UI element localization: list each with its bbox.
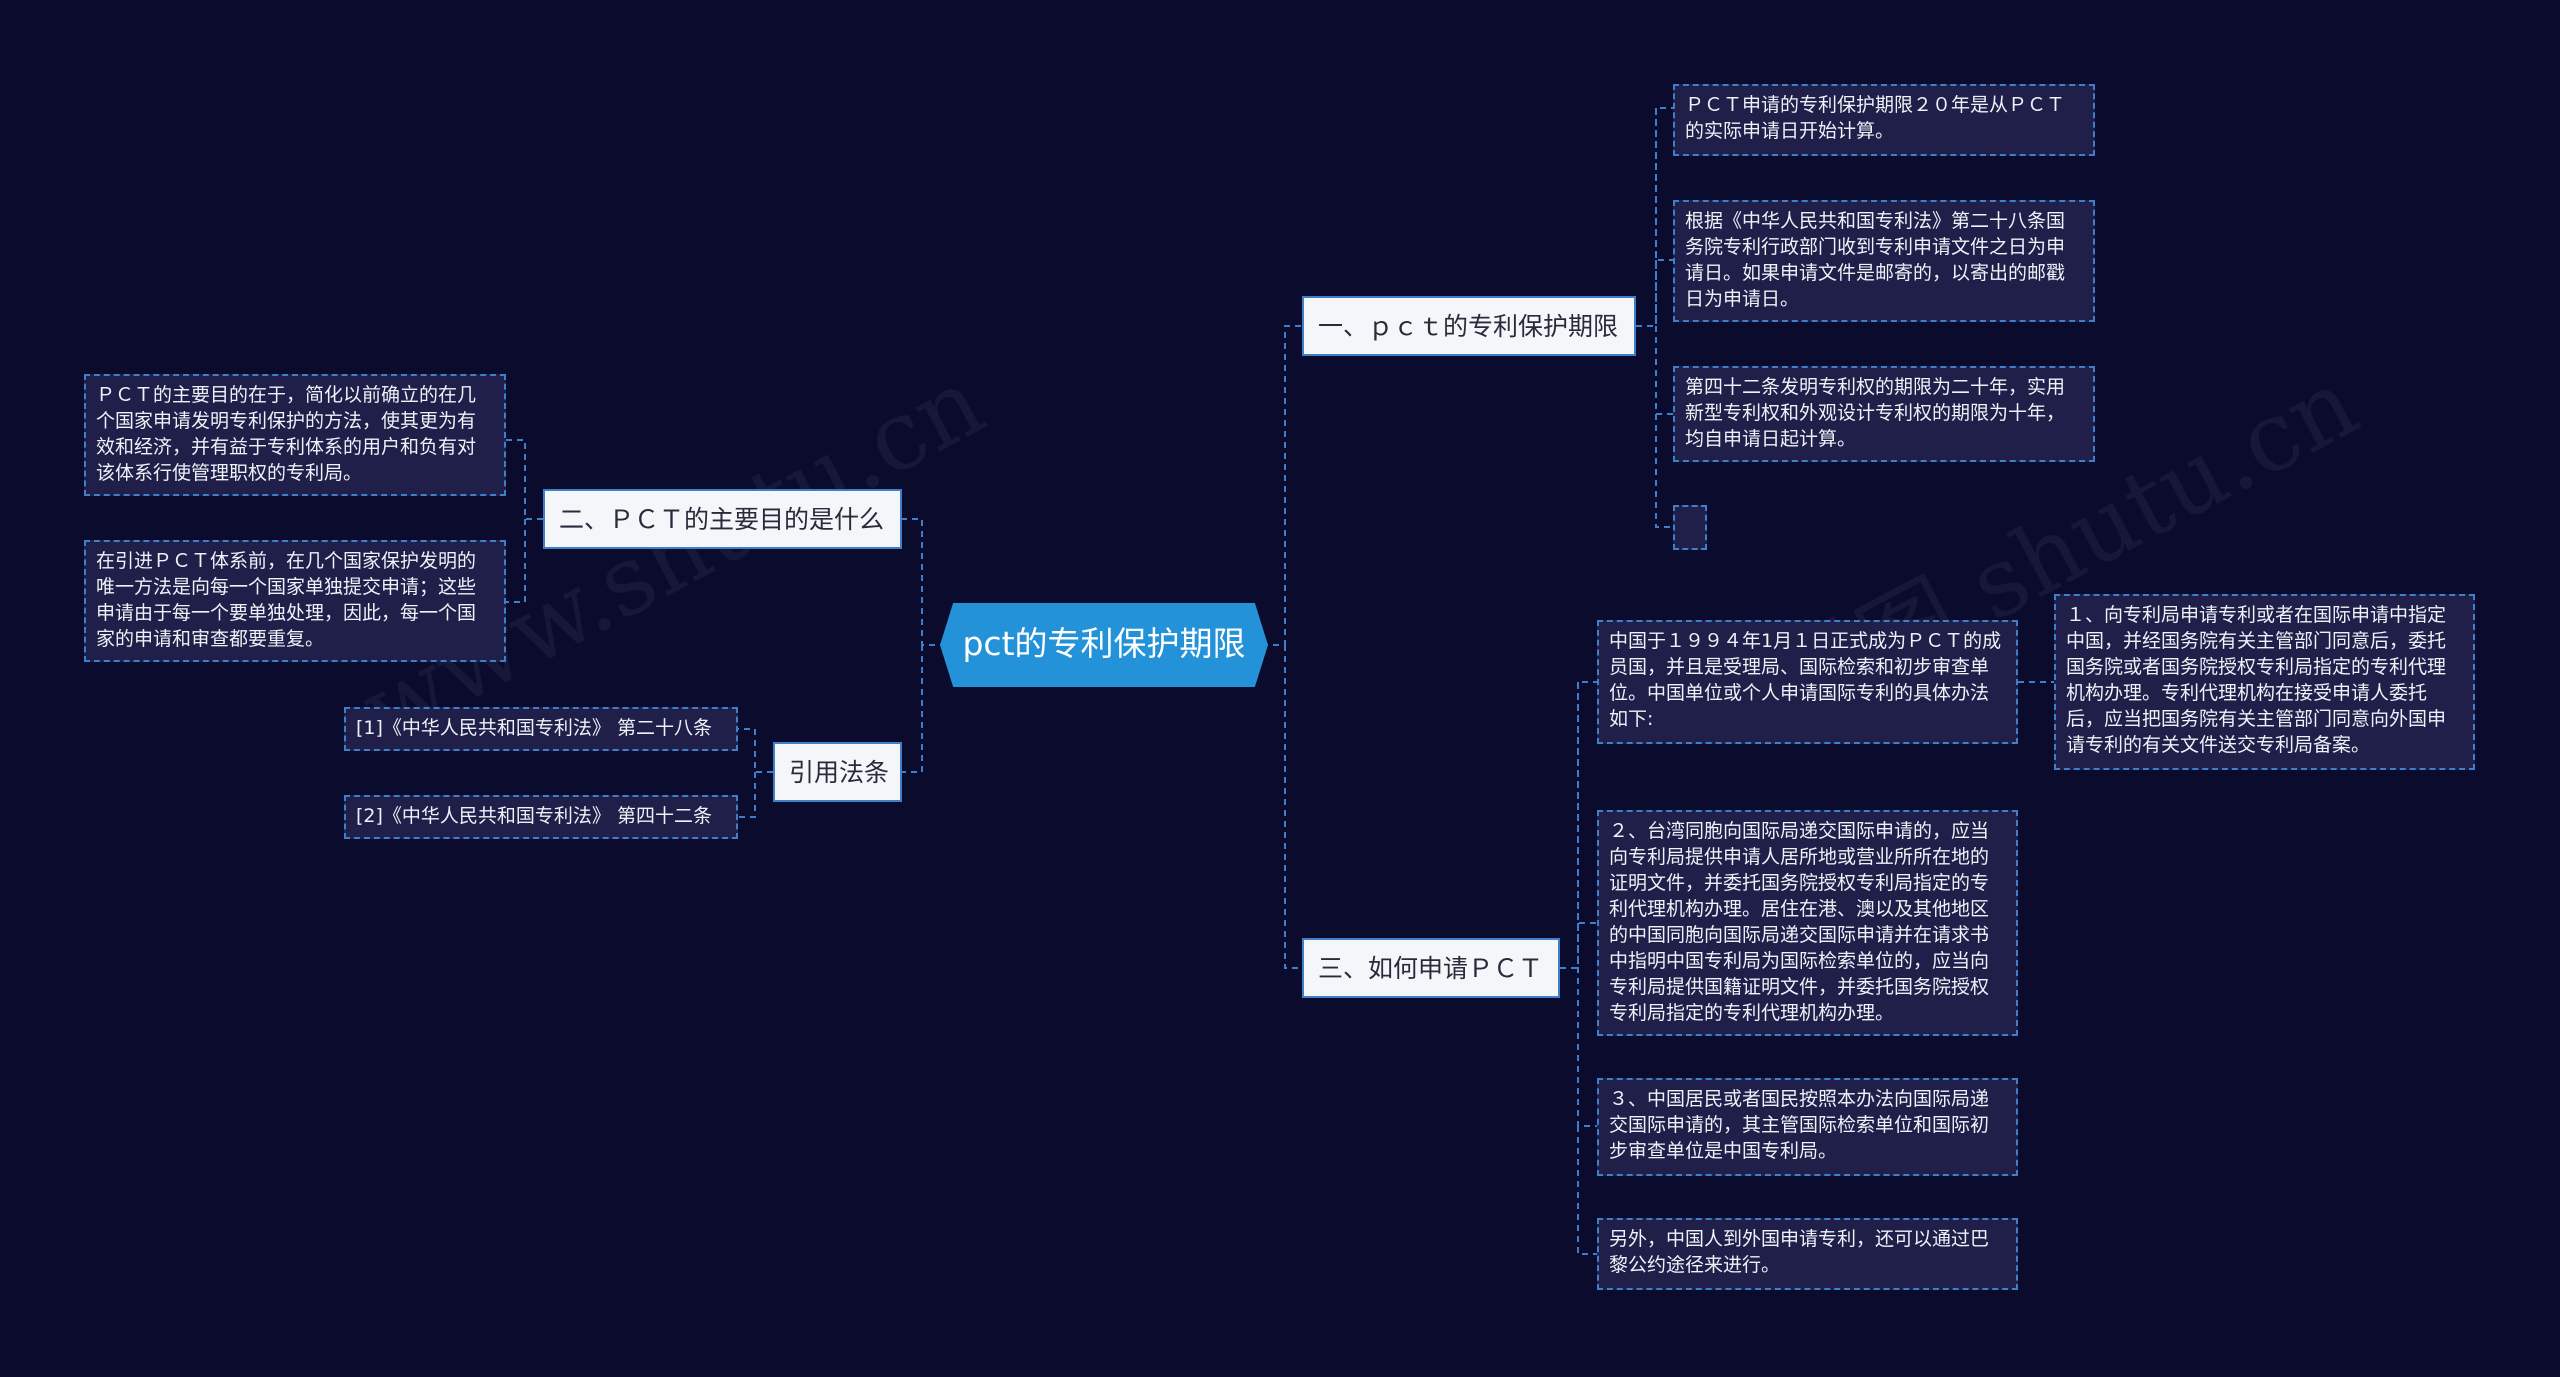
branch-label: 二、ＰＣＴ的主要目的是什么 [559, 505, 885, 534]
leaf-text: [2]《中华人民共和国专利法》 第四十二条 [356, 805, 712, 827]
branch-label: 一、ｐｃｔ的专利保护期限 [1318, 312, 1619, 341]
branch-label: 引用法条 [789, 758, 890, 787]
branch-cited-laws[interactable]: 引用法条 [773, 742, 902, 802]
leaf-pct-purpose[interactable]: ＰＣＴ的主要目的在于，简化以前确立的在几个国家申请发明专利保护的方法，使其更为有… [84, 374, 506, 496]
leaf-apply-step-3[interactable]: ３、中国居民或者国民按照本办法向国际局递交国际申请的，其主管国际检索单位和国际初… [1597, 1078, 2018, 1176]
branch-patent-protection-period[interactable]: 一、ｐｃｔ的专利保护期限 [1302, 296, 1636, 356]
leaf-text: ＰＣＴ申请的专利保护期限２０年是从ＰＣＴ的实际申请日开始计算。 [1685, 94, 2066, 142]
leaf-text: １、向专利局申请专利或者在国际申请中指定中国，并经国务院有关主管部门同意后，委托… [2066, 604, 2447, 756]
leaf-text: 另外，中国人到外国申请专利，还可以通过巴黎公约途径来进行。 [1609, 1228, 1990, 1276]
leaf-citation-1[interactable]: [1]《中华人民共和国专利法》 第二十八条 [344, 707, 738, 751]
leaf-empty[interactable] [1673, 505, 1707, 550]
leaf-before-pct[interactable]: 在引进ＰＣＴ体系前，在几个国家保护发明的唯一方法是向每一个国家单独提交申请；这些… [84, 540, 506, 662]
leaf-text: ２、台湾同胞向国际局递交国际申请的，应当向专利局提供申请人居所地或营业所所在地的… [1609, 820, 1990, 1024]
branch-pct-main-purpose[interactable]: 二、ＰＣＴ的主要目的是什么 [543, 489, 902, 549]
leaf-patent-law-article-28[interactable]: 根据《中华人民共和国专利法》第二十八条国务院专利行政部门收到专利申请文件之日为申… [1673, 200, 2095, 322]
leaf-text: ＰＣＴ的主要目的在于，简化以前确立的在几个国家申请发明专利保护的方法，使其更为有… [96, 384, 477, 484]
root-node[interactable]: pct的专利保护期限 [940, 603, 1268, 687]
leaf-text: 在引进ＰＣＴ体系前，在几个国家保护发明的唯一方法是向每一个国家单独提交申请；这些… [96, 550, 477, 650]
root-label: pct的专利保护期限 [962, 624, 1246, 663]
branch-label: 三、如何申请ＰＣＴ [1318, 954, 1544, 983]
leaf-paris-convention[interactable]: 另外，中国人到外国申请专利，还可以通过巴黎公约途径来进行。 [1597, 1218, 2018, 1290]
leaf-patent-law-article-42[interactable]: 第四十二条发明专利权的期限为二十年，实用新型专利权和外观设计专利权的期限为十年，… [1673, 366, 2095, 462]
leaf-text: 第四十二条发明专利权的期限为二十年，实用新型专利权和外观设计专利权的期限为十年，… [1685, 376, 2066, 450]
leaf-china-pct-member[interactable]: 中国于１９９４年1月１日正式成为ＰＣＴ的成员国，并且是受理局、国际检索和初步审查… [1597, 620, 2018, 744]
leaf-text: 根据《中华人民共和国专利法》第二十八条国务院专利行政部门收到专利申请文件之日为申… [1685, 210, 2066, 310]
leaf-apply-step-1[interactable]: １、向专利局申请专利或者在国际申请中指定中国，并经国务院有关主管部门同意后，委托… [2054, 594, 2475, 770]
leaf-protection-period-calc[interactable]: ＰＣＴ申请的专利保护期限２０年是从ＰＣＴ的实际申请日开始计算。 [1673, 84, 2095, 156]
leaf-citation-2[interactable]: [2]《中华人民共和国专利法》 第四十二条 [344, 795, 738, 839]
leaf-text: [1]《中华人民共和国专利法》 第二十八条 [356, 717, 712, 739]
leaf-text: ３、中国居民或者国民按照本办法向国际局递交国际申请的，其主管国际检索单位和国际初… [1609, 1088, 1990, 1162]
leaf-text: 中国于１９９４年1月１日正式成为ＰＣＴ的成员国，并且是受理局、国际检索和初步审查… [1609, 630, 2002, 730]
leaf-apply-step-2[interactable]: ２、台湾同胞向国际局递交国际申请的，应当向专利局提供申请人居所地或营业所所在地的… [1597, 810, 2018, 1036]
branch-how-to-apply-pct[interactable]: 三、如何申请ＰＣＴ [1302, 938, 1560, 998]
